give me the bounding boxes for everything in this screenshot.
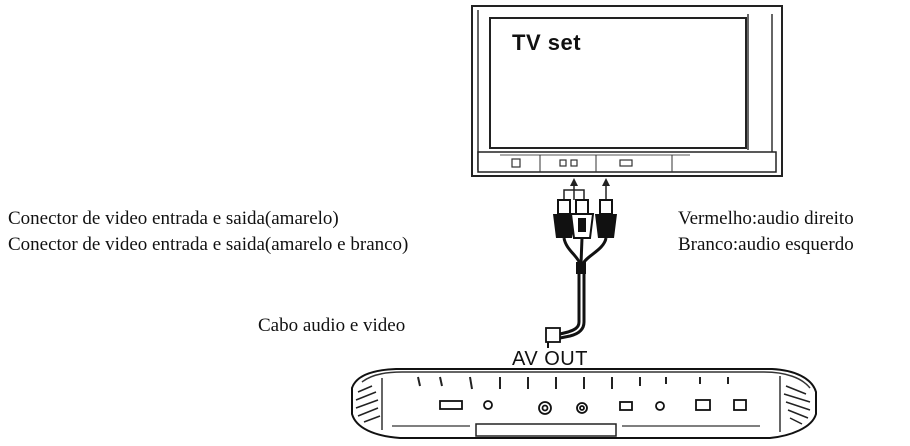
av-cable (545, 237, 608, 348)
rca-plugs (553, 199, 617, 239)
video-audio-connector-caption: Conector de video entrada e saida(amarel… (8, 234, 409, 255)
red-plug-icon (595, 199, 617, 238)
portable-player (351, 368, 817, 439)
tv-set (471, 5, 783, 177)
input-arrows (563, 178, 610, 200)
av-out-port-label: AV OUT (512, 348, 588, 370)
white-audio-left-caption: Branco:audio esquerdo (678, 234, 854, 255)
tv-set-label: TV set (512, 30, 582, 55)
av-cable-caption: Cabo audio e video (258, 315, 406, 336)
yellow-plug-icon (553, 199, 575, 238)
red-audio-right-caption: Vermelho:audio direito (678, 208, 854, 229)
video-connector-caption: Conector de video entrada e saida(amarel… (8, 208, 339, 229)
white-plug-icon (569, 199, 595, 239)
